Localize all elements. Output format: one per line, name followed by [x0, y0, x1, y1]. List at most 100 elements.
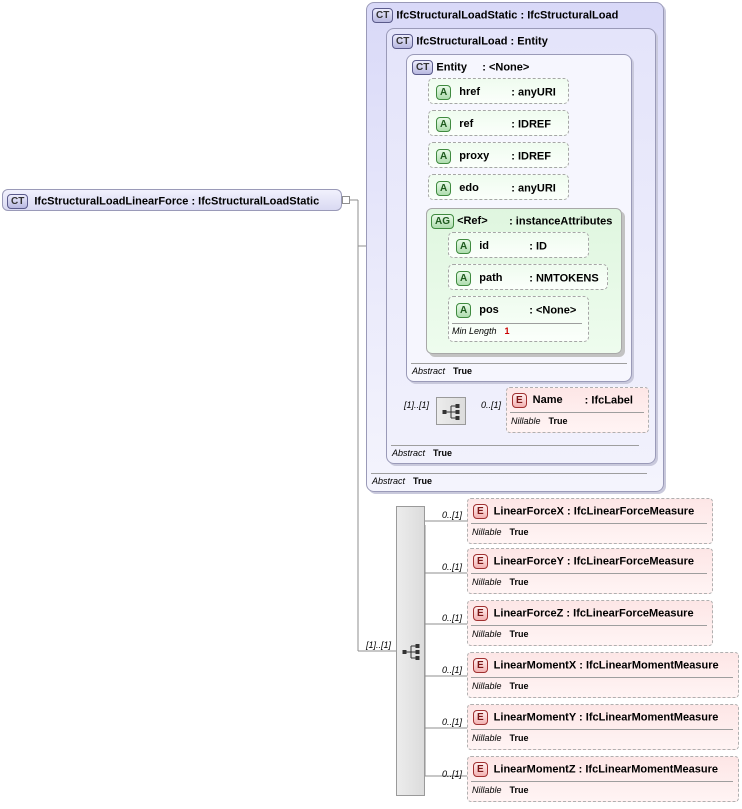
ct3-header: CT Entity : <None> [412, 60, 529, 75]
sequence-cardinality: [1]..[1] [404, 400, 430, 410]
element-type: IfcLinearMomentMeasure [585, 763, 719, 776]
complex-type-icon: CT [372, 8, 394, 23]
attribute-name: edo [459, 182, 479, 195]
attribute-type: anyURI [517, 182, 556, 195]
element-name-label: LinearMomentZ [493, 763, 576, 776]
attribute-icon: A [436, 117, 452, 132]
element-icon: E [473, 554, 488, 569]
ct2-type: Entity [517, 35, 548, 48]
ct2-header: CT IfcStructuralLoad : Entity [392, 34, 548, 49]
element-type: IfcLinearMomentMeasure [585, 711, 719, 724]
root-type: IfcStructuralLoadStatic [198, 195, 320, 208]
ct1-type: IfcStructuralLoad [527, 9, 619, 22]
attribute-type: IDREF [517, 150, 551, 163]
attribute-icon: A [436, 149, 452, 164]
attribute-group-icon: AG [431, 214, 454, 229]
sequence-icon [442, 404, 460, 420]
divider [371, 473, 647, 474]
ct1-name: IfcStructuralLoadStatic [396, 9, 518, 22]
collapse-toggle[interactable] [342, 196, 350, 204]
element-cardinality: 0..[1] [442, 510, 463, 520]
ag-name: <Ref> [457, 215, 488, 228]
element-icon: E [473, 606, 488, 621]
ct3-type: <None> [488, 61, 530, 74]
complex-type-icon: CT [7, 194, 29, 209]
divider [471, 573, 707, 574]
divider [471, 677, 733, 678]
ct1-header: CT IfcStructuralLoadStatic : IfcStructur… [372, 8, 618, 23]
attribute-name: path [479, 272, 503, 285]
element-cardinality: 0..[1] [442, 562, 463, 572]
ag-type: instanceAttributes [515, 215, 613, 228]
sequence-compositor[interactable] [396, 506, 425, 796]
sequence-compositor[interactable] [436, 397, 466, 425]
element-type: IfcLinearForceMeasure [573, 555, 694, 568]
element-icon: E [512, 393, 527, 408]
ag-header: AG <Ref>: instanceAttributes [431, 214, 612, 229]
sequence-cardinality: [1]..[1] [366, 640, 392, 650]
ct3-name: Entity [436, 61, 467, 74]
element-icon: E [473, 710, 488, 725]
element-icon: E [473, 658, 488, 673]
element-name-label: LinearMomentY [493, 711, 576, 724]
attribute-type: IDREF [517, 118, 551, 131]
element-cardinality: 0..[1] [442, 717, 463, 727]
ct2-name: IfcStructuralLoad [416, 35, 508, 48]
element-cardinality: 0..[1] [442, 613, 463, 623]
attribute-icon: A [456, 271, 472, 286]
attribute-icon: A [456, 303, 472, 318]
element-cardinality: 0..[1] [442, 665, 463, 675]
element-name-label: LinearForceZ [493, 607, 564, 620]
element-type: IfcLinearForceMeasure [573, 607, 694, 620]
element-type: IfcLabel [591, 394, 633, 407]
attribute-type: <None> [535, 304, 577, 317]
attribute-type: ID [535, 240, 547, 253]
divider [510, 412, 644, 413]
attribute-name: id [479, 240, 490, 253]
attribute-name: ref [459, 118, 474, 131]
divider [471, 625, 707, 626]
element-type: IfcLinearMomentMeasure [585, 659, 719, 672]
divider [471, 781, 733, 782]
element-type: IfcLinearForceMeasure [573, 505, 695, 518]
element-icon: E [473, 762, 488, 777]
attribute-icon: A [436, 85, 452, 100]
attribute-type: anyURI [517, 86, 556, 99]
element-name-label: LinearForceY [493, 555, 564, 568]
divider [471, 729, 733, 730]
attribute-type: NMTOKENS [535, 272, 599, 285]
element-name-label: LinearForceX [493, 505, 564, 518]
divider [411, 363, 627, 364]
complex-type-icon: CT [392, 34, 414, 49]
sequence-icon [402, 644, 420, 660]
element-name-label: LinearMomentX [493, 659, 577, 672]
root-name: IfcStructuralLoadLinearForce [34, 195, 189, 208]
